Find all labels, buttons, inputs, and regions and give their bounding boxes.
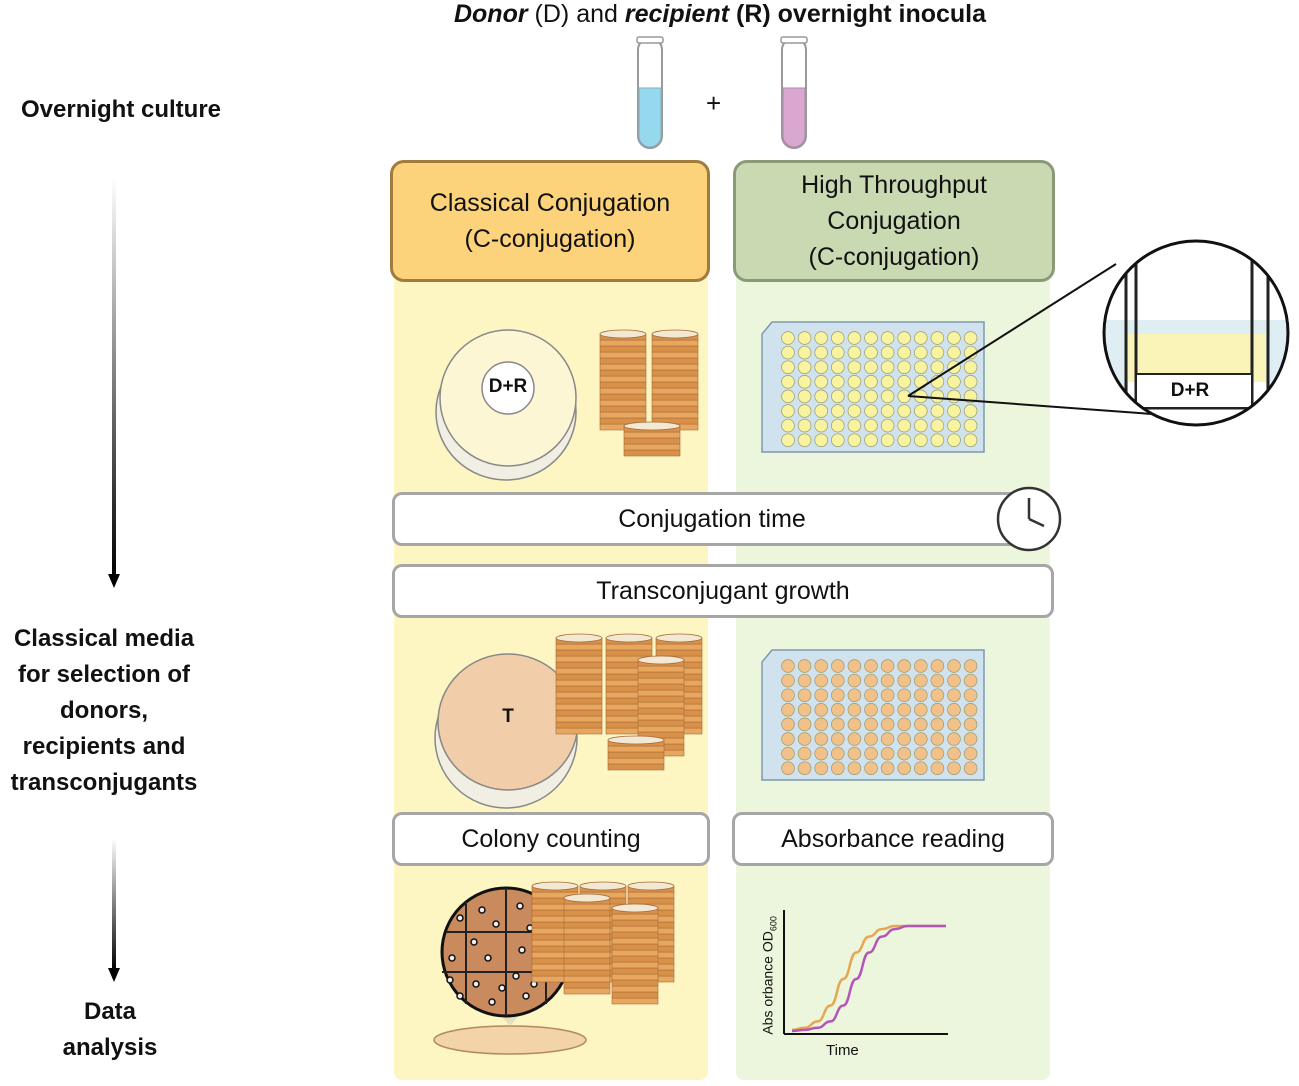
colony-dot: [516, 902, 524, 910]
plate-stacks-2: [555, 633, 703, 771]
colony-dot: [492, 920, 500, 928]
chart-y-label: Abs orbance OD600: [760, 900, 779, 1050]
label-data-analysis: Data analysis: [50, 994, 170, 1066]
recipient-word: recipient: [624, 0, 730, 28]
absorbance-reading-bar: Absorbance reading: [732, 812, 1054, 866]
absorbance-chart: [783, 910, 948, 1035]
donor-tube-icon: [636, 36, 664, 149]
conjugation-time-bar: Conjugation time: [392, 492, 1032, 546]
transconjugant-growth-bar: Transconjugant growth: [392, 564, 1054, 618]
colony-dot: [456, 914, 464, 922]
top-title: Donor (D) and recipient (R) overnight in…: [0, 0, 1299, 29]
ht-header-line-3: (C-conjugation): [808, 243, 980, 271]
colony-dot: [446, 976, 454, 984]
transconjugant-growth-label: Transconjugant growth: [596, 576, 850, 605]
donor-word: Donor: [453, 0, 528, 28]
colony-dot: [512, 972, 520, 980]
colony-dot: [522, 992, 530, 1000]
plate-label-t: T: [502, 706, 514, 727]
ht-header-line-1: High Throughput: [801, 171, 987, 199]
plus-sign: +: [706, 88, 722, 118]
recipient-tube-icon: [780, 36, 808, 149]
timeline-arrow-1: [108, 178, 120, 588]
classical-header-line-2: (C-conjugation): [464, 225, 636, 253]
zoomed-well-icon: [907, 239, 1290, 427]
chart-y-label-sub: 600: [768, 916, 779, 932]
classical-media-line-4: recipients and: [22, 733, 186, 760]
conjugation-time-label: Conjugation time: [618, 504, 806, 533]
data-analysis-line-1: Data: [83, 998, 137, 1025]
colony-counting-label: Colony counting: [461, 824, 641, 853]
zoomed-well-label: D+R: [1170, 380, 1210, 401]
absorbance-reading-label: Absorbance reading: [781, 824, 1005, 853]
data-analysis-line-2: analysis: [62, 1034, 158, 1061]
colony-dot: [456, 992, 464, 1000]
colony-dot: [488, 998, 496, 1006]
petri-dish-donor-recipient: [435, 329, 577, 481]
plate-label-dr: D+R: [488, 376, 528, 397]
colony-dot: [448, 954, 456, 962]
classical-media-line-5: transconjugants: [10, 769, 198, 796]
plate-stacks-1: [599, 329, 699, 457]
plate-stacks-3: [531, 881, 675, 1005]
high-throughput-header: High Throughput Conjugation (C-conjugati…: [733, 160, 1055, 282]
ht-header-line-2: Conjugation: [827, 207, 961, 235]
colony-dot: [518, 946, 526, 954]
colony-dot: [484, 954, 492, 962]
chart-y-label-text: Abs orbance OD: [759, 931, 776, 1035]
colony-dot: [472, 980, 480, 988]
classical-header-line-1: Classical Conjugation: [429, 189, 671, 217]
classical-media-line-1: Classical media: [13, 625, 195, 652]
growth-curve-series-2: [791, 924, 946, 1033]
colony-dot: [470, 938, 478, 946]
well-plate-2-icon: [761, 649, 985, 781]
colony-dot: [478, 906, 486, 914]
colony-counting-bar: Colony counting: [392, 812, 710, 866]
label-classical-media: Classical media for selection of donors,…: [0, 621, 208, 801]
petri-dish-transconjugants: [434, 653, 579, 809]
label-overnight-culture: Overnight culture: [20, 96, 222, 123]
well-plate-icon: [761, 321, 985, 453]
classical-header: Classical Conjugation (C-conjugation): [390, 160, 710, 282]
title-r: (R) overnight inocula: [729, 0, 987, 28]
growth-curve-series-1: [791, 924, 946, 1032]
colony-dot: [498, 984, 506, 992]
clock-icon: [996, 486, 1062, 552]
classical-media-line-2: for selection of: [17, 661, 191, 688]
title-d: (D) and: [527, 0, 625, 28]
chart-x-label: Time: [826, 1042, 859, 1059]
timeline-arrow-2: [108, 838, 120, 982]
classical-media-line-3: donors,: [60, 697, 148, 724]
